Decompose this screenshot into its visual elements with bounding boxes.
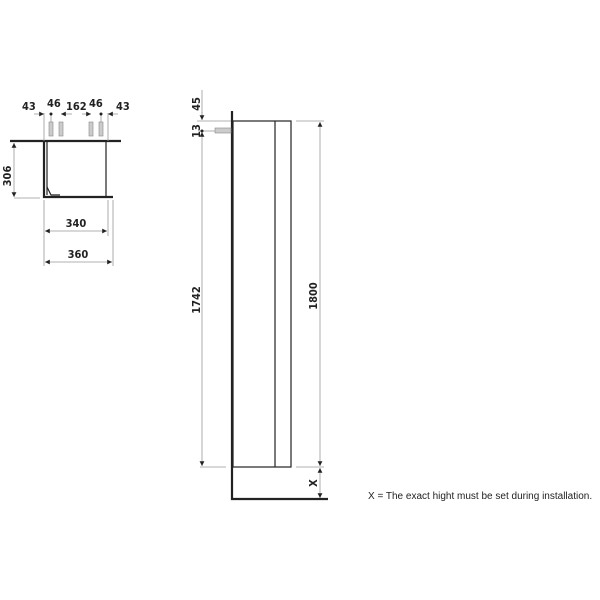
plan-view: 43 46 162 46 43 306 340 360 [1, 97, 130, 266]
wall-and-floor [230, 111, 328, 501]
dim-1800: 1800 [307, 282, 320, 310]
dim-45: 45 [190, 97, 203, 111]
pipes [43, 113, 109, 141]
pipe [214, 127, 232, 134]
dim-306: 306 [1, 166, 14, 187]
dim-13: 13 [190, 124, 203, 138]
elevation-view: 45 13 1742 1800 X [190, 90, 328, 501]
cabinet-front [232, 120, 292, 468]
dim-162: 162 [66, 100, 87, 113]
dim-46-left: 46 [47, 97, 61, 110]
dim-340: 340 [66, 217, 87, 230]
cabinet-outline [42, 141, 113, 199]
dim-360: 360 [68, 248, 89, 261]
dim-46-right: 46 [89, 97, 103, 110]
dim-x: X [307, 479, 320, 487]
installation-note: X = The exact hight must be set during i… [368, 491, 592, 502]
dim-1742: 1742 [190, 286, 203, 314]
dim-43-right: 43 [116, 100, 130, 113]
dim-43-left: 43 [22, 100, 36, 113]
